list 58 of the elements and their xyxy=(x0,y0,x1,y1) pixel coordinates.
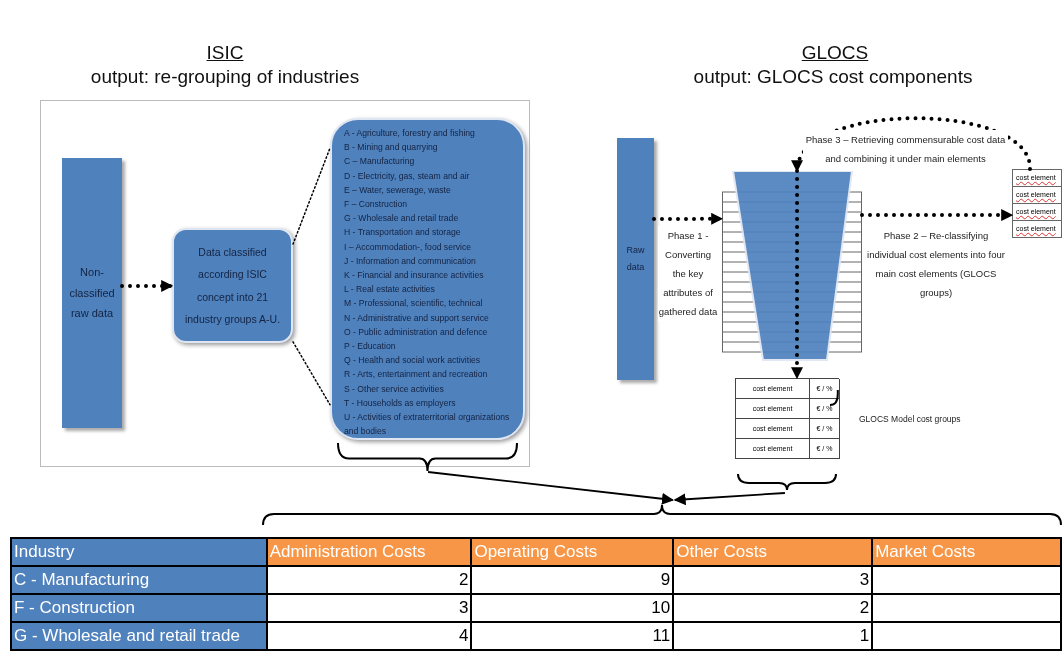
industry-group-text: H - Transportation and storage xyxy=(344,226,462,240)
heading-text: ISIC xyxy=(205,42,245,64)
industry-group-text: B - Mining and quarrying xyxy=(344,141,439,155)
table-cell: 2 xyxy=(673,594,873,622)
industry-group-text: D - Electricity, gas, steam and air xyxy=(344,169,471,183)
table-cell: 11 xyxy=(471,622,674,650)
header-cell: Operating Costs xyxy=(471,538,674,566)
industry-group-text: L - Real estate activities xyxy=(344,283,436,297)
table-cell: 3 xyxy=(266,594,472,622)
arrow xyxy=(673,492,786,506)
industry-group-text: M - Professional, scientific, technical xyxy=(344,297,484,311)
box-text: Data classified according ISIC concept into 21 industry groups A-U. xyxy=(183,245,282,327)
arrow xyxy=(791,169,803,380)
table-cell: 1 xyxy=(673,622,873,650)
row-header-cell: F - Construction xyxy=(11,594,267,622)
table-cell: 9 xyxy=(471,566,674,594)
industry-group-text: J - Information and communication xyxy=(344,254,477,268)
industry-group-text: R - Arts, entertainment and recreation xyxy=(344,368,489,382)
industry-group-text: P - Education xyxy=(344,340,397,354)
table-cell: 2 xyxy=(266,566,472,594)
table-cell: 4 xyxy=(266,622,472,650)
industry-group-text: N - Administrative and support service xyxy=(344,311,490,325)
bar-text: Non-classified raw data xyxy=(68,264,116,322)
arrow xyxy=(794,116,1032,173)
table-cell: 3 xyxy=(673,566,873,594)
industry-group-text: F – Construction xyxy=(344,198,409,211)
arrow xyxy=(860,209,1014,222)
header-cell: Other Costs xyxy=(673,538,873,566)
heading-text: GLOCS xyxy=(800,42,870,64)
industry-group-text: K - Financial and insurance activities xyxy=(344,269,485,283)
connector-line xyxy=(292,341,331,406)
arrow xyxy=(652,212,724,225)
industry-group-text: E – Water, sewerage, waste xyxy=(344,183,452,197)
heading-text: output: re-grouping of industries xyxy=(89,66,361,88)
row-header-cell: G - Wholesale and retail trade xyxy=(11,622,267,650)
row-header-cell: C - Manufacturing xyxy=(11,566,267,594)
table-cell: 10 xyxy=(471,594,674,622)
industry-group-text: T - Households as employers xyxy=(344,396,457,410)
brace-label: GLOCS Model cost groups xyxy=(859,414,961,424)
industry-group-text: A - Agriculture, forestry and fishing xyxy=(344,127,476,140)
industry-group-text: G - Wholesale and retail trade xyxy=(344,212,460,226)
header-cell: Market Costs xyxy=(872,538,1061,566)
data-bar xyxy=(62,158,122,428)
arrow xyxy=(120,279,174,292)
heading-text: output: GLOCS cost components xyxy=(692,66,974,88)
arrow xyxy=(427,471,674,505)
industry-group-text: C – Manufacturing xyxy=(344,155,416,169)
industry-group-text: U - Activities of extraterritorial organizations and bodies xyxy=(344,411,511,439)
industry-group-text: O - Public administration and defence xyxy=(344,325,489,339)
process-box xyxy=(172,228,293,343)
header-cell: Industry xyxy=(11,538,267,566)
industry-group-text: Q - Health and social work activities xyxy=(344,354,482,368)
connector-line xyxy=(292,147,331,245)
header-cell: Administration Costs xyxy=(266,538,472,566)
industry-group-text: S - Other service activities xyxy=(344,382,445,396)
industry-group-text: I – Accommodation-, food service xyxy=(344,240,473,254)
bar-text: Raw data xyxy=(625,243,646,274)
data-bar xyxy=(617,138,654,380)
